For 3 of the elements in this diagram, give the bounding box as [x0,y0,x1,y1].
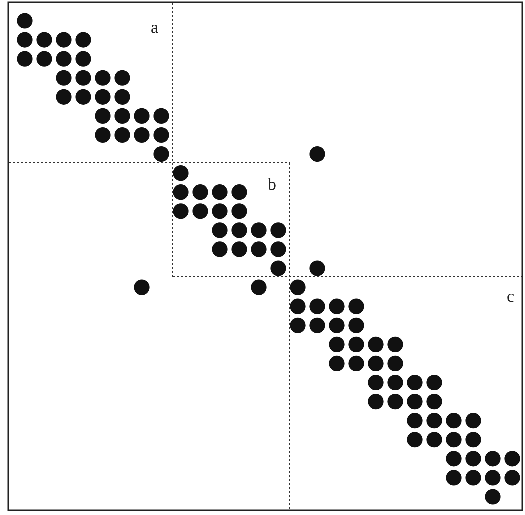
block-label: a [151,19,159,36]
block-label: c [507,288,515,305]
block-label: b [268,176,276,193]
